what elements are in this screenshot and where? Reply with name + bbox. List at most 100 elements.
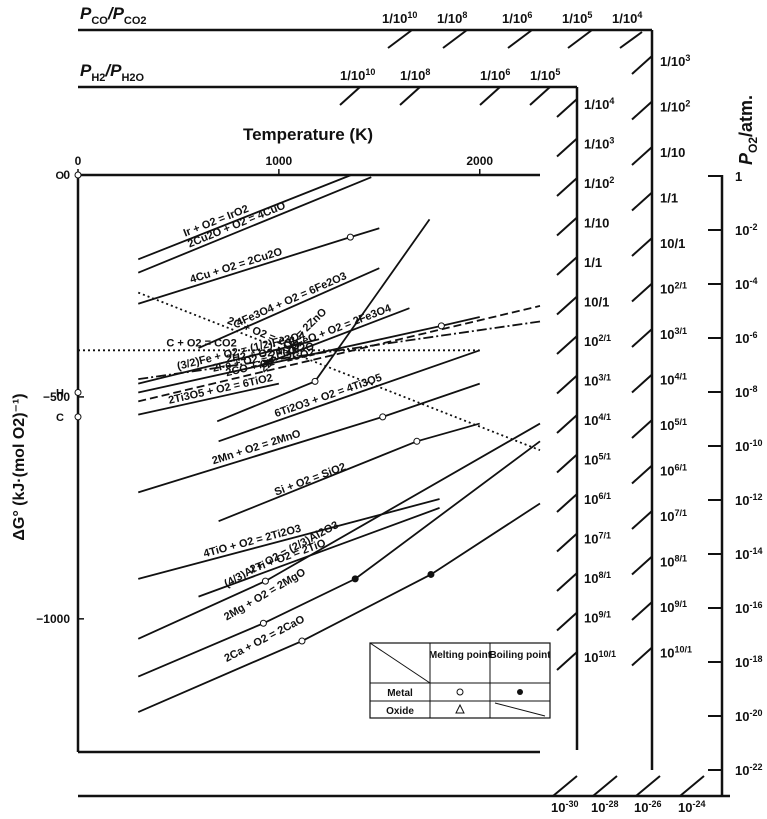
series-2co-o2-2co2 (138, 305, 541, 403)
ph2-tick-label: 109/1 (584, 610, 611, 626)
po2-tick-label: 10-22 (735, 762, 762, 778)
transition-marker (298, 637, 306, 645)
po2-tick-label: 10-6 (735, 330, 757, 346)
ph2-tick-label: 1/108 (400, 67, 430, 83)
series-2cu2o-o2-4cuo (137, 176, 372, 274)
legend-oxide-boiling-symbol (494, 702, 546, 717)
po2-bottom-tick (635, 775, 661, 797)
pco-tick-label: 1/10 (660, 145, 685, 160)
axis-point-h (74, 388, 82, 396)
transition-marker (413, 437, 421, 445)
pco-tick (567, 29, 593, 49)
ph2-tick-label: 1/1 (584, 255, 602, 270)
pco-tick (631, 419, 653, 439)
pco-tick (442, 29, 468, 49)
pco-tick-label: 1/1010 (382, 10, 417, 26)
y-axis-label: ΔG° (kJ·(mol O2)⁻¹) (11, 393, 28, 540)
po2-tick-label: 10-8 (735, 384, 757, 400)
ph2-tick (556, 335, 578, 355)
axis-point-label: O (55, 170, 64, 182)
pco-tick-label: 102/1 (660, 281, 687, 297)
ph2-tick-label: 1/104 (584, 96, 614, 112)
reaction-lines (78, 174, 541, 713)
ph2-tick-label: 1010/1 (584, 649, 616, 665)
po2-tick-label: 10-20 (735, 708, 762, 724)
ph2-tick-label: 1/1010 (340, 67, 375, 83)
pco-tick (631, 100, 653, 121)
pco-tick (631, 55, 653, 75)
series-2mg-o2-2mgo (137, 440, 541, 678)
ph2-tick-label: 1/102 (584, 175, 614, 191)
series-2ti3o5-o2-6tio2 (138, 382, 280, 416)
pco-tick-label: 103/1 (660, 326, 687, 342)
legend-row-metal: Metal (387, 688, 413, 699)
pco-tick (631, 328, 653, 348)
ph2-tick (339, 86, 361, 106)
po2-bottom-tick-label: 10-24 (678, 799, 705, 815)
pco-tick-label: 107/1 (660, 508, 687, 524)
axis-point-label: C (56, 412, 64, 424)
po2-tick-label: 10-12 (735, 492, 762, 508)
series-label-4fe3o4-o2-6fe2o3: 4Fe3O4 + O2 = 6Fe2O3 (235, 270, 349, 329)
series-ir-o2-iro2 (137, 174, 352, 261)
po2-tick-label: 10-14 (735, 546, 762, 562)
po2-bottom-tick (592, 775, 618, 797)
ph2-tick-label: 105/1 (584, 452, 611, 468)
pco-tick-label: 1/106 (502, 10, 532, 26)
ph2-tick (556, 572, 578, 592)
ph2-tick-label: 106/1 (584, 491, 611, 507)
series-4tio-o2-2ti2o3 (138, 498, 440, 580)
series-si-o2-sio2 (218, 422, 480, 523)
pco-tick (631, 146, 653, 166)
series-6feo-o2-2fe3o4 (258, 307, 410, 367)
axis-point-c (74, 413, 82, 421)
series-label-si-o2-sio2: Si + O2 = SiO2 (273, 461, 348, 499)
series-2ti-o2-2tio (198, 507, 440, 598)
ph2-tick (556, 295, 578, 316)
legend-header-boiling: Boiling point (489, 650, 551, 661)
transition-marker (437, 322, 445, 330)
x-tick-label: 2000 (466, 154, 493, 168)
ph2-tick-label: 1/103 (584, 136, 614, 152)
ph2-tick-label: 104/1 (584, 412, 611, 428)
po2-tick-label: 10-2 (735, 222, 757, 238)
pco-tick (507, 29, 533, 49)
pco-tick-label: 106/1 (660, 463, 687, 479)
pco-tick-label: 108/1 (660, 554, 687, 570)
series-label-2mn-o2-2mno: 2Mn + O2 = 2MnO (211, 428, 303, 468)
ph2-tick (556, 256, 578, 276)
pco-tick (631, 373, 653, 394)
pco-tick (631, 646, 653, 667)
pco-tick (387, 29, 413, 49)
ph2-tick-label: 1/10 (584, 216, 609, 231)
series-2ca-o2-2cao (137, 502, 541, 713)
ph2-tick (556, 374, 578, 395)
ph2-tick-label: 1/106 (480, 67, 510, 83)
pco-tick-label: 109/1 (660, 599, 687, 615)
legend-oxide-melting-symbol (455, 703, 465, 714)
pco-scale-frame (76, 28, 730, 798)
series-4fe3o4-o2-6fe2o3 (198, 267, 380, 349)
ph2-tick (556, 532, 578, 553)
pco-tick (631, 282, 653, 303)
pco-tick (631, 191, 653, 212)
transition-marker (261, 577, 269, 585)
series-label-c-o2-co2: C + O2 = CO2 (166, 337, 236, 349)
series-label-4cu-o2-2cu2o: 4Cu + O2 = 2Cu2O (189, 246, 285, 286)
transition-marker (351, 575, 359, 583)
po2-bottom-tick-label: 10-26 (634, 799, 661, 815)
pco-tick-label: 1/105 (562, 10, 592, 26)
series-label-6ti2o3-o2-4ti3o5: 6Ti2O3 + O2 = 4Ti3O5 (273, 372, 383, 420)
ph2-tick (556, 98, 578, 118)
legend-header-melting: Melting point (429, 650, 492, 661)
ph2-tick (529, 86, 551, 106)
ph2-scale-title: PH2/PH2O (80, 61, 145, 84)
pco-tick-label: 105/1 (660, 417, 687, 433)
po2-scale-title: PO2/atm. (736, 95, 760, 165)
pco-tick-label: 1/104 (612, 10, 642, 26)
po2-tick-label: 1 (735, 169, 742, 184)
ph2-tick-label: 1/105 (530, 67, 560, 83)
ph2-tick-label: 107/1 (584, 531, 611, 547)
pco-tick-label: 1/108 (437, 10, 467, 26)
